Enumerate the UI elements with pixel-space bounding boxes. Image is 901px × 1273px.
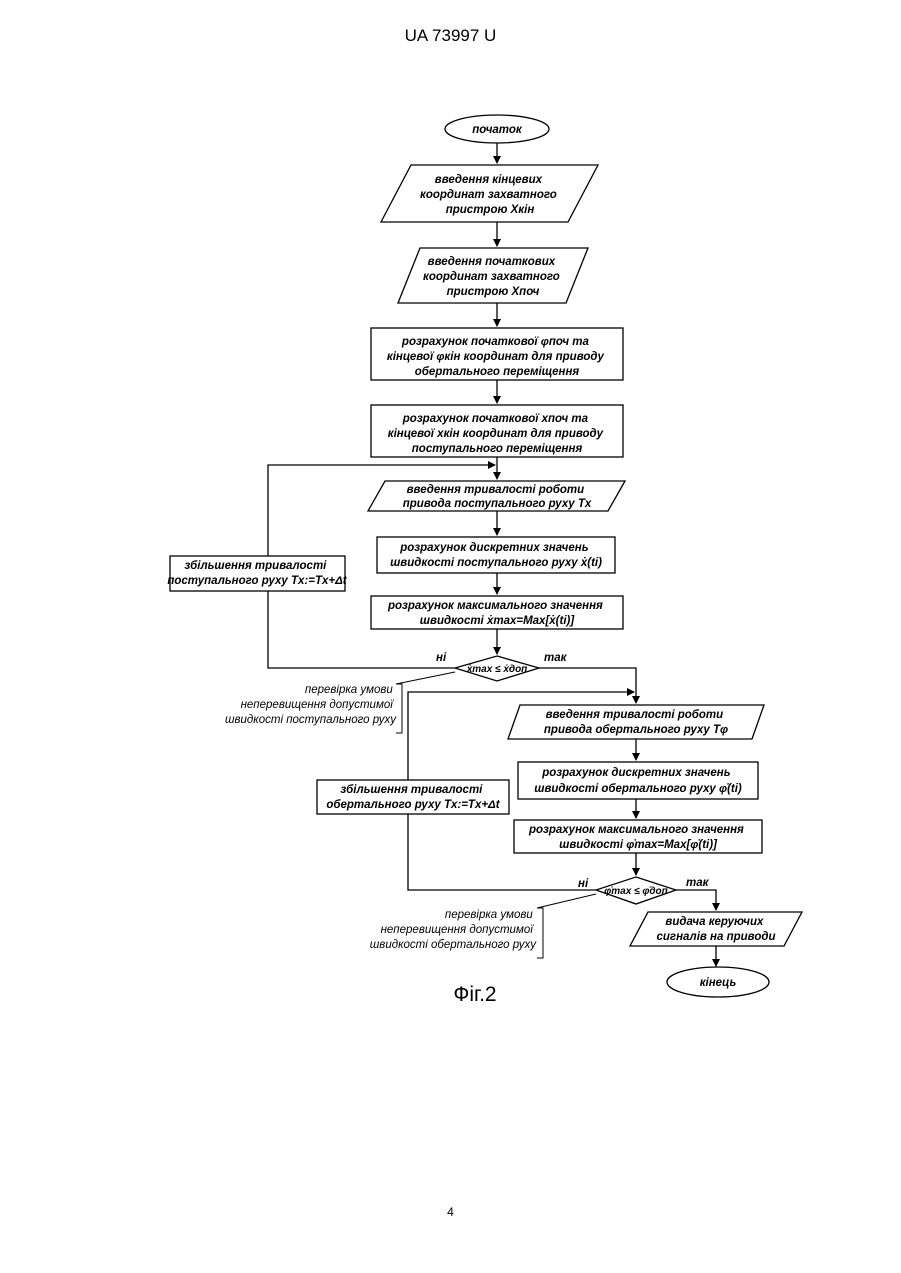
page-number: 4 — [0, 1205, 901, 1219]
figure-caption: Фіг.2 — [453, 983, 496, 1006]
trans-no-label: ні — [436, 652, 447, 664]
calc-rot-coords-text: розрахунок початкової φпоч та кінцевої φ… — [387, 336, 607, 378]
rot-check-note: перевірка умови неперевищення допустимої… — [370, 909, 537, 951]
start-label: початок — [472, 124, 523, 136]
calc-trans-coords-text: розрахунок початкової xпоч та кінцевої x… — [388, 413, 607, 455]
rot-condition-text: φ̇max ≤ φ̇доп — [604, 886, 668, 897]
rot-note-leader — [537, 894, 596, 908]
trans-check-note: перевірка умови неперевищення допустимої… — [225, 684, 397, 726]
rot-note-bracket — [537, 908, 543, 958]
trans-condition-text: ẋmax ≤ ẋдоп — [466, 664, 528, 675]
end-label: кінець — [700, 977, 737, 989]
trans-yes-label: так — [544, 652, 568, 664]
rot-yes-label: так — [686, 877, 710, 889]
trans-note-bracket — [396, 684, 402, 733]
trans-note-leader — [396, 672, 455, 684]
rot-no-label: ні — [578, 878, 589, 890]
